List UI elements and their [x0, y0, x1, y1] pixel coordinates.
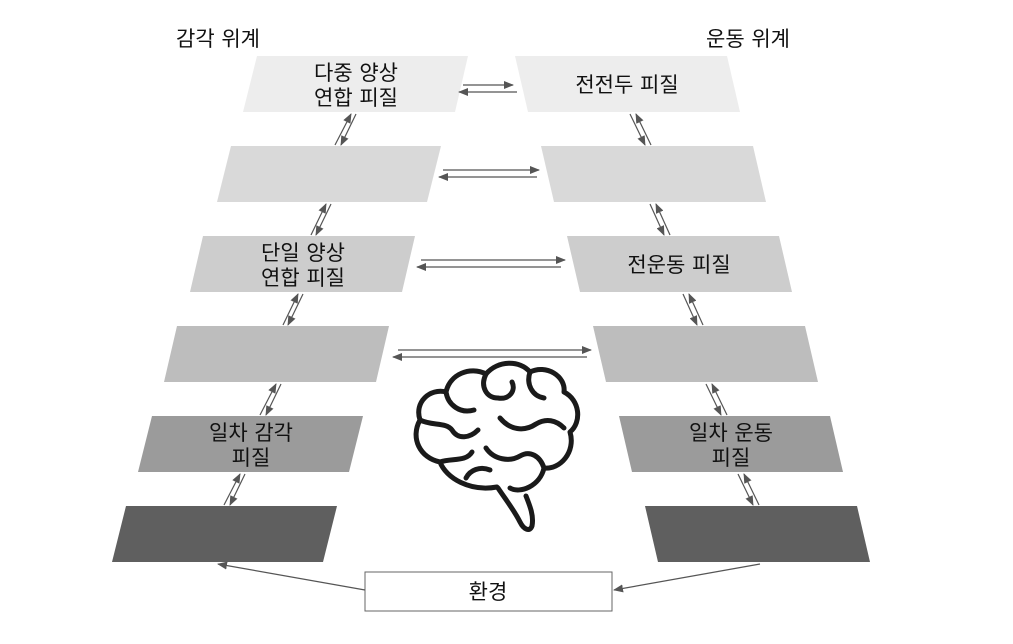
sensory-box-3-line2: 연합 피질: [261, 266, 345, 290]
brain-stem: [495, 485, 535, 532]
brain-fold-5: [497, 415, 567, 432]
brain-fold-6: [437, 449, 475, 465]
brain-fold-4: [417, 417, 481, 440]
motor-arrow-down-2: [649, 203, 665, 236]
environment-box-shape: [364, 571, 613, 612]
brain-fold-8: [463, 465, 493, 481]
motor-box-5-line2: 피질: [712, 446, 751, 470]
environment-box: 환경: [364, 571, 613, 612]
sensory-arrow-up-4: [310, 203, 327, 236]
sensory-arrow-down-4: [315, 203, 332, 236]
motor-arrow-up-3: [688, 293, 704, 326]
motor-box-3-shape: [567, 236, 792, 292]
motor-box-4: [593, 326, 818, 382]
sensory-arrow-up-5: [334, 113, 352, 146]
motor-box-5-shape: [619, 416, 843, 472]
brain-fold-2: [481, 371, 516, 401]
sensory-hierarchy-title: 감각 위계: [176, 27, 260, 51]
sensory-box-3: 단일 양상 연합 피질: [190, 236, 415, 292]
motor-hierarchy-title: 운동 위계: [706, 27, 790, 51]
sensory-box-3-shape: [190, 236, 415, 292]
sensory-vertical-arrows: [223, 113, 357, 506]
motor-arrow-down-3: [682, 293, 698, 326]
sensory-box-1: 다중 양상 연합 피질: [243, 56, 468, 112]
arrow-environment-to-sensory: [217, 561, 366, 591]
sensory-box-1-shape: [243, 56, 468, 112]
arrow-motor-to-environment: [613, 563, 761, 593]
sensory-arrow-down-3: [287, 293, 304, 326]
sensory-box-5-shape: [138, 416, 363, 472]
motor-box-2-shape: [541, 146, 766, 202]
motor-box-6: [645, 506, 870, 562]
sensory-box-2-shape: [217, 146, 441, 202]
sensory-box-3-line1: 단일 양상: [261, 241, 345, 265]
sensory-arrow-up-1: [223, 473, 241, 506]
sensory-arrow-up-2: [259, 383, 277, 416]
motor-box-1: 전전두 피질: [515, 56, 740, 112]
motor-box-3: 전운동 피질: [567, 236, 792, 292]
environment-label: 환경: [469, 580, 508, 604]
motor-arrow-down-4: [705, 383, 722, 416]
motor-arrow-up-1: [635, 113, 652, 146]
brain-fold-1: [443, 389, 477, 414]
motor-box-3-line1: 전운동 피질: [627, 253, 730, 277]
motor-box-1-shape: [515, 56, 740, 112]
motor-arrow-up-2: [655, 203, 671, 236]
sensory-box-6-shape: [112, 506, 337, 562]
sensory-box-6: [112, 506, 337, 562]
brain-fold-7: [483, 445, 547, 471]
sensory-box-1-line1: 다중 양상: [314, 61, 398, 85]
motor-box-5-line1: 일차 운동: [689, 421, 773, 445]
brain-outline: [413, 360, 581, 493]
environment-arrows: [217, 561, 761, 593]
motor-box-5: 일차 운동 피질: [619, 416, 843, 472]
sensory-box-2: [217, 146, 441, 202]
sensory-arrow-up-3: [282, 293, 299, 326]
sensory-box-5-line2: 피질: [232, 446, 271, 470]
motor-box-6-shape: [645, 506, 870, 562]
sensory-box-5-line1: 일차 감각: [209, 421, 293, 445]
horizontal-arrows: [392, 81, 592, 361]
sensory-box-4: [164, 326, 389, 382]
motor-arrow-down-5: [737, 473, 754, 506]
motor-vertical-arrows: [629, 113, 760, 506]
motor-arrow-up-5: [743, 473, 760, 506]
motor-box-4-shape: [593, 326, 818, 382]
sensory-box-5: 일차 감각 피질: [138, 416, 363, 472]
sensory-box-1-line2: 연합 피질: [314, 86, 398, 110]
sensory-arrow-down-5: [340, 113, 357, 146]
sensory-arrow-down-2: [265, 383, 282, 416]
brain-fold-3: [526, 369, 547, 401]
brain-icon: [413, 360, 581, 532]
sensory-arrow-down-1: [229, 473, 246, 506]
motor-arrow-down-1: [629, 113, 646, 146]
motor-box-1-line1: 전전두 피질: [575, 73, 678, 97]
motor-box-2: [541, 146, 766, 202]
sensory-box-4-shape: [164, 326, 389, 382]
motor-arrow-up-4: [711, 383, 728, 416]
